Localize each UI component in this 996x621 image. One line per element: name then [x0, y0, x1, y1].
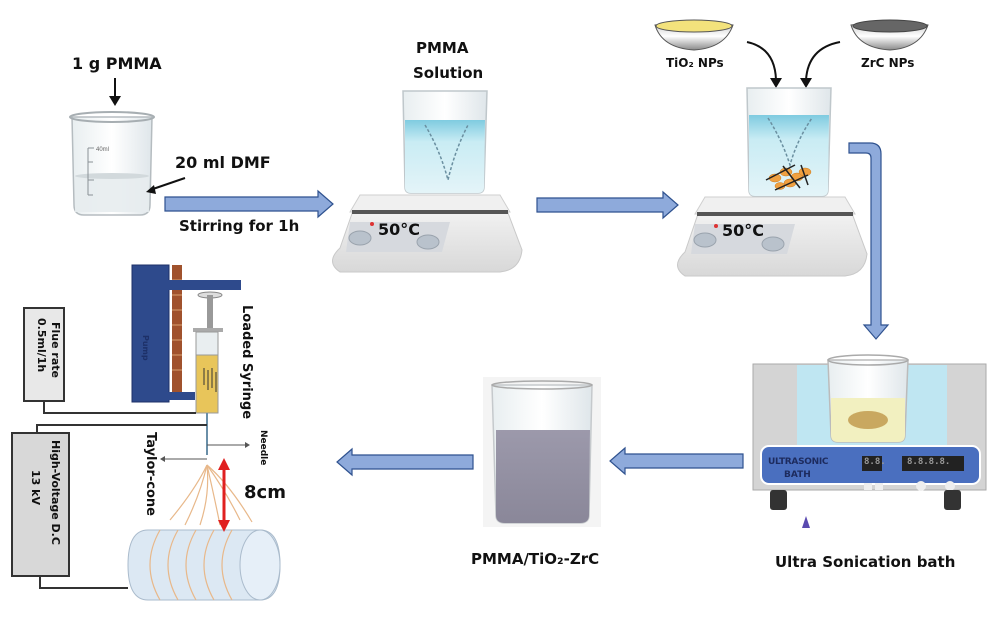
label-loaded-syringe: Loaded Syringe: [239, 305, 254, 420]
bowl-zrc-icon: [850, 19, 929, 51]
flow-arrow-1: [164, 189, 334, 219]
display-small: 8.8.: [864, 457, 886, 467]
ultrasonic-bath-icon: [752, 354, 987, 528]
electrospinning-setup: [11, 264, 281, 601]
flow-rate-box: [23, 307, 65, 402]
label-pmma-mass: 1 g PMMA: [72, 54, 162, 73]
label-solution: Solution: [413, 64, 484, 82]
label-stirring: Stirring for 1h: [179, 217, 300, 235]
voltage-supply-box: [11, 432, 70, 577]
pump-icon: [131, 264, 170, 403]
label-ultrasonication: Ultra Sonication bath: [775, 553, 956, 571]
label-pump: Pump: [141, 335, 150, 361]
display-large: 8.8.8.8.: [907, 457, 951, 467]
flow-arrow-5: [336, 447, 474, 477]
panel-label-ultrasonic: ULTRASONIC: [768, 457, 829, 467]
label-voltage-value: 13 kV: [29, 470, 42, 505]
arrow-dmf-pointer: [146, 177, 186, 194]
hotplate-stirrer-1: [332, 194, 523, 273]
label-pmma: PMMA: [416, 39, 469, 57]
label-needle: Needle: [258, 430, 268, 466]
arrow-tio2-into-beaker: [746, 41, 782, 88]
label-distance: 8cm: [244, 482, 286, 503]
beaker-mark-40: 40ml: [96, 147, 109, 153]
label-tio2-nps: TiO₂ NPs: [666, 56, 724, 70]
label-temp-1: 50°C: [378, 220, 421, 239]
flow-arrow-4: [609, 446, 744, 476]
label-flow-value: 0.5ml/1h: [35, 318, 48, 373]
arrow-zrc-into-beaker: [800, 41, 841, 88]
label-composite: PMMA/TiO₂-ZrC: [471, 550, 600, 568]
distance-arrow-icon: [218, 458, 230, 532]
bowl-tio2-icon: [654, 19, 734, 51]
beaker-dmf-icon: 40ml: [69, 111, 155, 216]
arrow-down-pmma: [109, 78, 121, 106]
beaker-with-nanoparticles-icon: [746, 87, 832, 197]
label-flow-rate: Flue rate: [49, 322, 62, 378]
label-dmf-volume: 20 ml DMF: [175, 153, 271, 172]
beaker-composite-solution-icon: [483, 377, 601, 527]
hotplate-stirrer-2: [677, 196, 868, 277]
beaker-pmma-solution-icon: [402, 90, 488, 194]
label-taylor-cone: Taylor-cone: [143, 432, 158, 516]
flow-arrow-2: [536, 190, 679, 220]
panel-label-bath: BATH: [784, 470, 811, 480]
label-zrc-nps: ZrC NPs: [861, 56, 915, 70]
label-voltage: High-Voltage D.C: [49, 440, 62, 545]
flow-arrow-3-elbow: [848, 142, 890, 340]
label-temp-2: 50°C: [722, 221, 765, 240]
